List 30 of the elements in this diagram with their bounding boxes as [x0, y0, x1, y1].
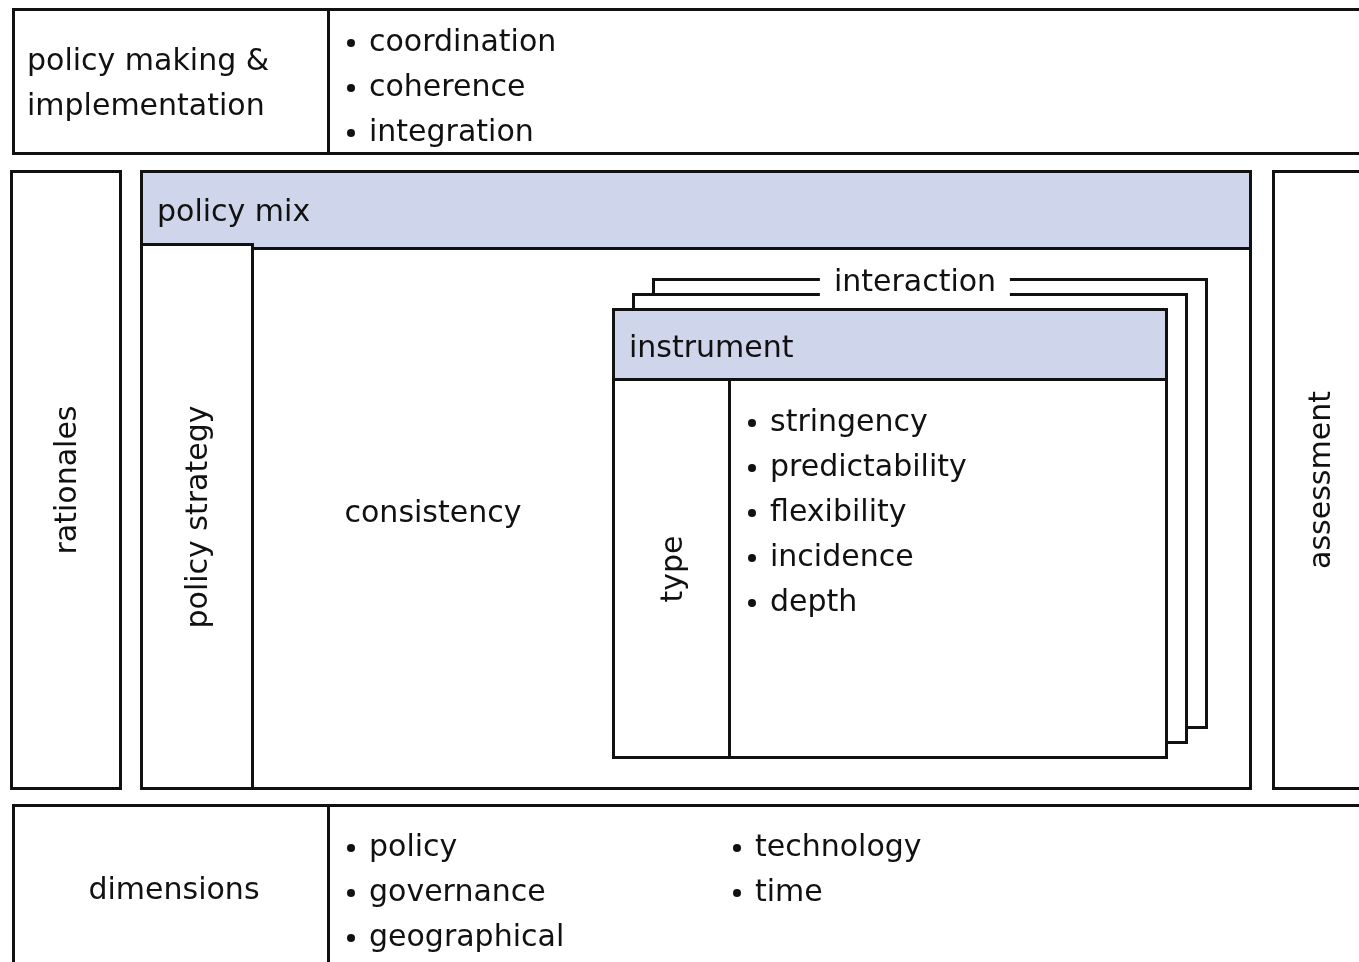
- list-item: flexibility: [770, 493, 907, 529]
- list-item: coherence: [369, 68, 526, 104]
- vertical-label: policy strategy: [179, 405, 215, 628]
- outlined-box: [12, 804, 330, 962]
- sheet-label: interaction: [819, 266, 1011, 296]
- list-item: geographical: [369, 918, 565, 954]
- category-label: policy making & implementation: [27, 40, 271, 124]
- list-item: policy: [369, 828, 458, 864]
- outlined-box: [1272, 170, 1359, 790]
- list-panel: [327, 8, 1359, 155]
- outlined-box: [10, 170, 122, 790]
- vertical-label: rationales: [48, 405, 84, 555]
- list-item: incidence: [770, 538, 914, 574]
- list-item: coordination: [369, 23, 557, 59]
- list-item: governance: [369, 873, 546, 909]
- vertical-label: type: [653, 535, 690, 602]
- list-item: integration: [369, 113, 534, 149]
- outlined-box: [12, 8, 330, 155]
- list-item: time: [755, 873, 823, 909]
- region-label: consistency: [344, 494, 522, 530]
- section-heading: policy mix: [143, 173, 1249, 250]
- list-item: predictability: [770, 448, 967, 484]
- region-label: dimensions: [88, 871, 260, 907]
- vertical-label: assessment: [1301, 391, 1338, 569]
- list-item: stringency: [770, 403, 928, 439]
- outlined-box: [612, 308, 1168, 759]
- list-item: depth: [770, 583, 858, 619]
- outlined-box: [140, 243, 254, 790]
- outlined-box: [140, 170, 1252, 790]
- list-item: technology: [755, 828, 922, 864]
